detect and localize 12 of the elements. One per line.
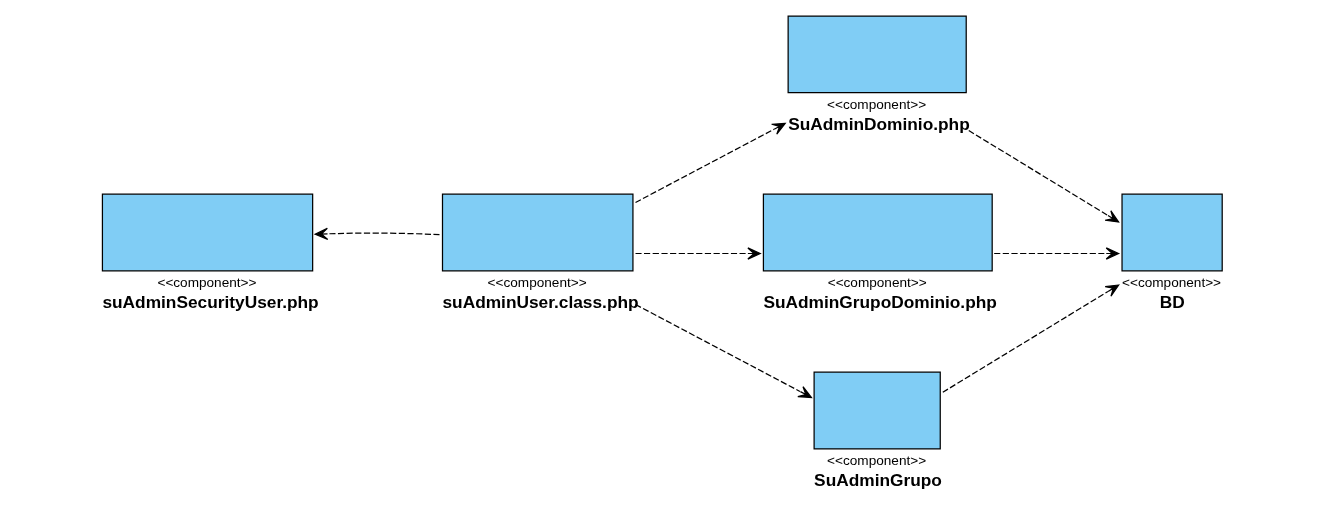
node-label: suAdminUser.class.php (442, 292, 639, 313)
node-label: BD (1159, 292, 1185, 313)
node-label: suAdminSecurityUser.php (101, 292, 319, 313)
node-label: <<component>> (487, 274, 587, 290)
node-label: SuAdminDominio.php (787, 114, 970, 135)
node-label: SuAdminGrupo (813, 470, 942, 491)
node-label: <<component>> (826, 96, 926, 112)
node-label: <<component>> (1121, 274, 1221, 290)
node-label: SuAdminGrupoDominio.php (762, 292, 997, 313)
node-label: <<component>> (827, 274, 927, 290)
node-label: <<component>> (826, 452, 926, 468)
node-label: <<component>> (156, 274, 256, 290)
